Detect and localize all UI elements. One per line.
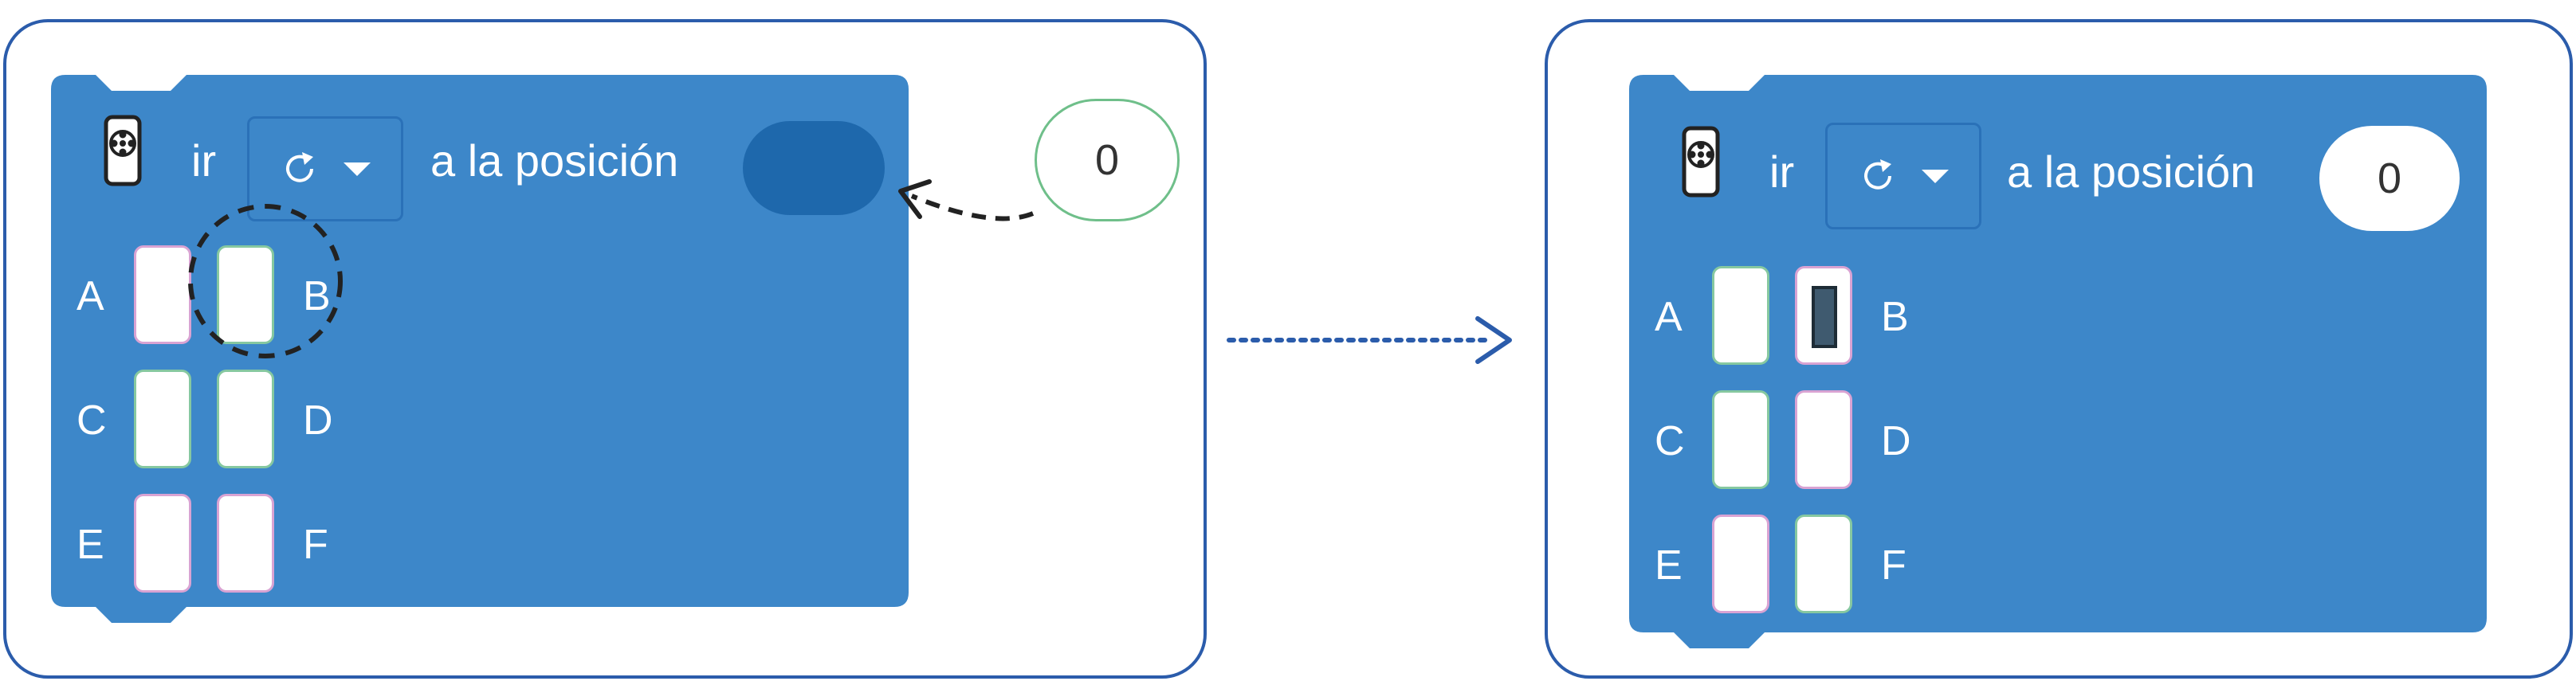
slot-d[interactable] bbox=[1795, 390, 1852, 489]
slot-label-d: D bbox=[1881, 418, 1911, 464]
refresh-icon bbox=[286, 152, 313, 182]
slot-f[interactable] bbox=[1795, 515, 1852, 613]
slot-label-c: C bbox=[1655, 418, 1685, 464]
dashed-arrow bbox=[898, 179, 1035, 221]
rotation-dropdown[interactable] bbox=[1825, 123, 1981, 229]
value-socket-filled[interactable]: 0 bbox=[2319, 126, 2460, 231]
slot-label-c: C bbox=[77, 397, 107, 444]
slot-label-a: A bbox=[77, 273, 104, 319]
slot-label-e: E bbox=[1655, 542, 1683, 589]
dotted-right-arrow bbox=[1227, 316, 1512, 364]
dashed-circle-highlight bbox=[188, 204, 343, 358]
servo-block-before[interactable]: ir a la posición A B C D E F bbox=[51, 75, 909, 624]
robot-icon bbox=[1682, 126, 1720, 198]
slot-f[interactable] bbox=[217, 494, 274, 593]
slot-b-selected[interactable] bbox=[1795, 266, 1852, 365]
servo-block-after[interactable]: ir a la posición 0 A B C D E F bbox=[1629, 75, 2487, 650]
refresh-icon bbox=[1864, 159, 1891, 190]
slot-label-f: F bbox=[303, 522, 328, 568]
rotation-dropdown[interactable] bbox=[247, 116, 403, 221]
slot-c[interactable] bbox=[134, 370, 191, 468]
robot-icon bbox=[104, 115, 142, 186]
slot-label-b: B bbox=[1881, 294, 1909, 340]
position-label: a la posición bbox=[2007, 147, 2256, 197]
slot-d[interactable] bbox=[217, 370, 274, 468]
slot-label-a: A bbox=[1655, 294, 1683, 340]
caret-down-icon bbox=[1922, 169, 1949, 183]
slot-c[interactable] bbox=[1712, 390, 1769, 489]
verb-label: ir bbox=[1769, 147, 1795, 197]
position-label: a la posición bbox=[430, 135, 679, 186]
number-value-bubble[interactable]: 0 bbox=[1035, 99, 1180, 221]
block-shape bbox=[1629, 75, 2487, 648]
slot-label-e: E bbox=[77, 522, 104, 568]
slot-e[interactable] bbox=[1712, 515, 1769, 613]
slot-label-d: D bbox=[303, 397, 333, 444]
slot-a[interactable] bbox=[1712, 266, 1769, 365]
slot-label-b: B bbox=[303, 273, 331, 319]
verb-label: ir bbox=[191, 135, 217, 186]
after-panel: ir a la posición 0 A B C D E F bbox=[1545, 19, 2573, 679]
slot-label-f: F bbox=[1881, 542, 1906, 589]
slot-b[interactable] bbox=[217, 245, 274, 344]
before-panel: ir a la posición A B C D E F 0 bbox=[3, 19, 1207, 679]
slot-e[interactable] bbox=[134, 494, 191, 593]
caret-down-icon bbox=[344, 162, 371, 176]
block-shape bbox=[51, 75, 909, 623]
empty-value-socket[interactable] bbox=[743, 121, 885, 215]
